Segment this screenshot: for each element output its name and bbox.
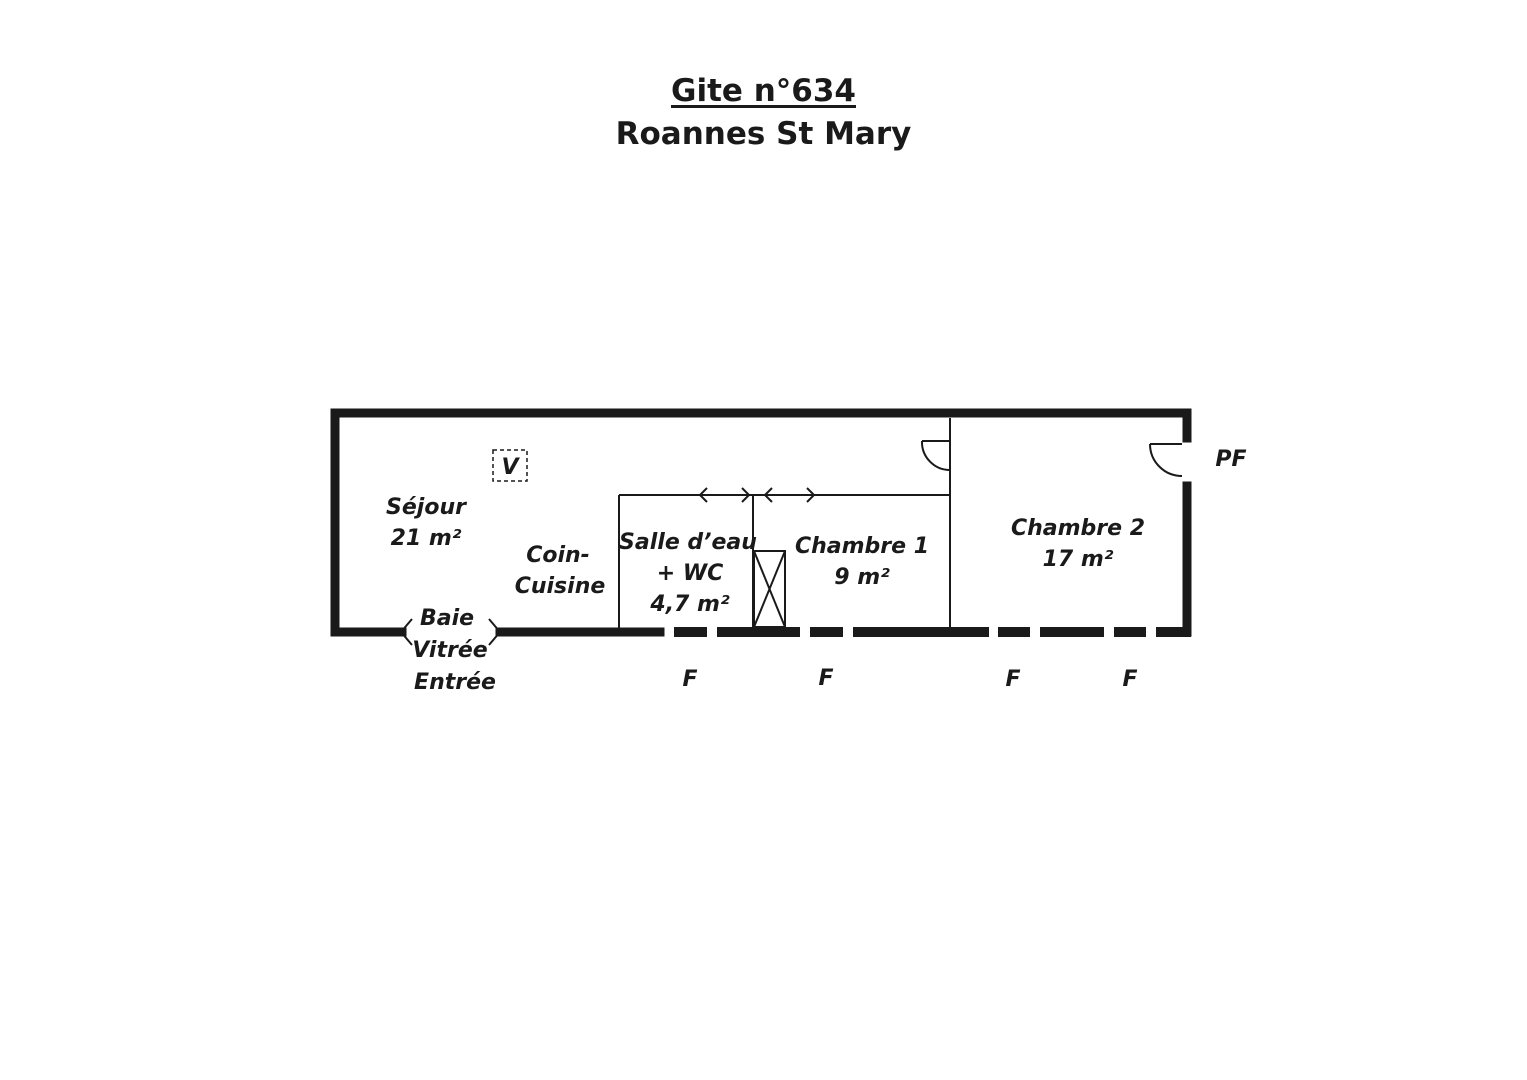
chevron-left-icon — [698, 487, 708, 503]
door-swing-pf — [1149, 443, 1183, 477]
plan-header: Gite n°634 Roannes St Mary — [0, 70, 1527, 156]
chevron-right-icon — [806, 487, 816, 503]
cupboard-icon — [753, 550, 786, 628]
exterior-walls — [330, 408, 1192, 637]
wall-segment — [754, 627, 800, 637]
chambre1-area: 9 m² — [834, 565, 890, 590]
wall-segment — [853, 627, 989, 637]
chevron-right-icon — [741, 487, 751, 503]
window-label-f: F — [818, 666, 833, 691]
window-segment — [998, 627, 1030, 637]
window-segment — [674, 627, 707, 637]
salle-deau-line2: + WC — [657, 561, 724, 586]
baie-label-line2: Vitrée — [412, 638, 487, 663]
chevron-left-icon — [763, 487, 773, 503]
wall-segment — [717, 627, 754, 637]
ventilation-icon: V — [492, 449, 528, 482]
window-segment — [1114, 627, 1146, 637]
baie-label-line1: Baie — [420, 606, 474, 631]
salle-deau-line1: Salle d’eau — [619, 530, 757, 555]
window-segment — [810, 627, 843, 637]
window-label-f: F — [1005, 667, 1020, 692]
window-segment — [1156, 627, 1191, 637]
door-swing-chambre1 — [920, 440, 951, 471]
window-segment — [1040, 627, 1104, 637]
coin-cuisine-line1: Coin- — [526, 543, 590, 568]
sejour-area: 21 m² — [391, 526, 462, 551]
window-label-f: F — [682, 667, 697, 692]
entree-label: Entrée — [414, 670, 496, 695]
porte-fenetre-label: PF — [1215, 447, 1246, 472]
bottom-wall-windows — [674, 627, 1191, 637]
chambre2-name: Chambre 2 — [1011, 516, 1145, 541]
window-label-f: F — [1122, 667, 1137, 692]
plan-title: Gite n°634 — [671, 73, 856, 109]
ventilation-label: V — [501, 455, 520, 480]
sejour-name: Séjour — [386, 495, 467, 520]
sliding-door-icons — [698, 487, 816, 503]
plan-subtitle: Roannes St Mary — [615, 116, 912, 152]
salle-deau-area: 4,7 m² — [649, 592, 730, 617]
chambre2-area: 17 m² — [1043, 547, 1114, 572]
chambre1-name: Chambre 1 — [795, 534, 929, 559]
coin-cuisine-line2: Cuisine — [515, 574, 606, 599]
baie-vitree-icon — [399, 618, 502, 646]
